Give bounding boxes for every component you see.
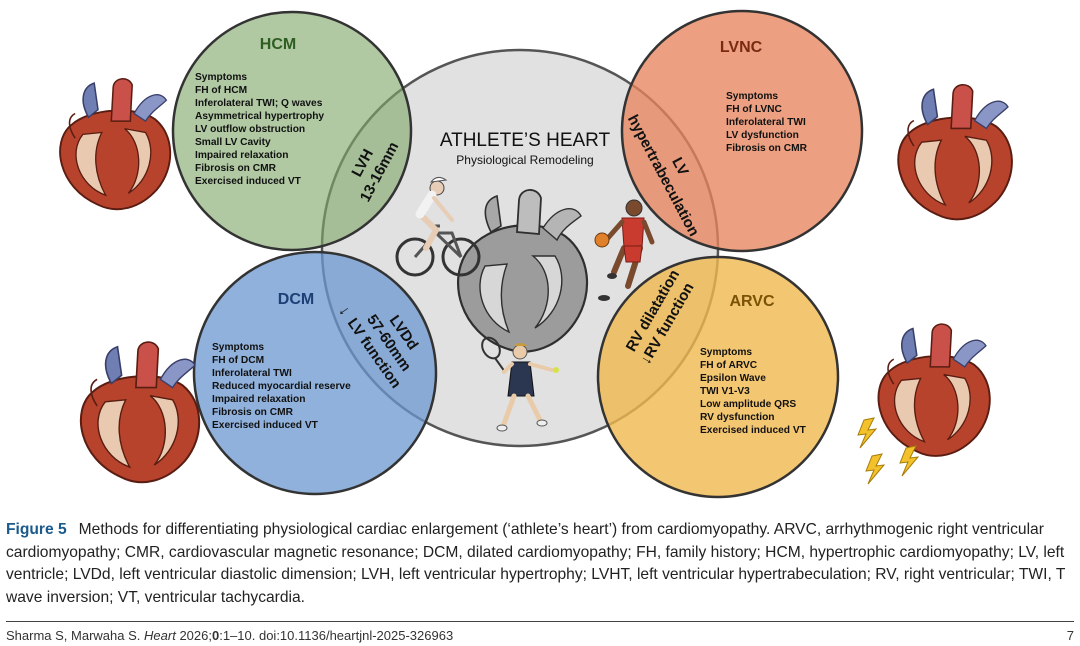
lightning-bolt-icon: [865, 453, 885, 485]
dcm-item: Fibrosis on CMR: [212, 407, 294, 418]
dcm-list: Symptoms FH of DCM Inferolateral TWI Red…: [212, 342, 354, 431]
citation-pages-doi: :1–10. doi:10.1136/heartjnl-2025-326963: [219, 628, 454, 643]
lvnc-title: LVNC: [720, 39, 763, 56]
citation-volume: 0: [211, 628, 220, 643]
arvc-item: Low amplitude QRS: [700, 399, 796, 410]
hcm-item: Small LV Cavity: [195, 137, 271, 148]
lvnc-heart-illustration: [897, 83, 1013, 221]
lvnc-item: Inferolateral TWI: [726, 117, 806, 128]
footer-divider: [6, 621, 1074, 622]
arvc-item: FH of ARVC: [700, 360, 758, 371]
hcm-list: Symptoms FH of HCM Inferolateral TWI; Q …: [195, 72, 327, 187]
lvnc-item: LV dysfunction: [726, 130, 799, 141]
dcm-item: Impaired relaxation: [212, 394, 305, 405]
dcm-title: DCM: [278, 291, 314, 308]
figure-label: Figure 5: [6, 521, 67, 538]
arvc-heart-illustration: [877, 323, 991, 457]
hcm-item: Asymmetrical hypertrophy: [195, 111, 324, 122]
center-heart-illustration: [457, 189, 589, 353]
venn-diagram: ATHLETE’S HEART Physiological Remodeling: [59, 9, 1013, 499]
dcm-item: Inferolateral TWI: [212, 368, 292, 379]
arvc-list: Symptoms FH of ARVC Epsilon Wave TWI V1-…: [700, 347, 807, 436]
arvc-title: ARVC: [729, 293, 774, 310]
lvnc-item: FH of LVNC: [726, 104, 782, 115]
hcm-item: LV outflow obstruction: [195, 124, 305, 135]
lvnc-list: Symptoms FH of LVNC Inferolateral TWI LV…: [726, 91, 809, 154]
hcm-circle: [171, 10, 413, 252]
caption-text: Methods for differentiating physiologica…: [6, 521, 1066, 606]
tennis-player-illustration: [481, 336, 559, 432]
basketball-player-illustration: [594, 199, 655, 301]
arvc-item: Epsilon Wave: [700, 373, 766, 384]
hcm-item: Fibrosis on CMR: [195, 163, 277, 174]
citation-journal: Heart: [144, 628, 176, 643]
lightning-bolt-icon: [857, 417, 877, 449]
hcm-item: Inferolateral TWI; Q waves: [195, 98, 323, 109]
lvnc-item: Fibrosis on CMR: [726, 143, 808, 154]
arvc-item: Exercised induced VT: [700, 425, 807, 436]
citation-year: 2026;: [179, 628, 212, 643]
dcm-item: Symptoms: [212, 342, 264, 353]
hcm-item: Symptoms: [195, 72, 247, 83]
dcm-item: Exercised induced VT: [212, 420, 319, 431]
page-number: 7: [1066, 628, 1074, 643]
center-subtitle: Physiological Remodeling: [456, 153, 593, 167]
arvc-item: Symptoms: [700, 347, 752, 358]
citation-authors: Sharma S, Marwaha S.: [6, 628, 141, 643]
arvc-item: TWI V1-V3: [700, 386, 750, 397]
hcm-heart-illustration: [59, 77, 172, 211]
hcm-item: Impaired relaxation: [195, 150, 288, 161]
dcm-circle: [192, 250, 438, 496]
dcm-heart-illustration: [79, 341, 201, 484]
lvnc-overlap-line: LV: [668, 155, 691, 179]
hcm-title: HCM: [260, 36, 296, 53]
lvnc-item: Symptoms: [726, 91, 778, 102]
center-title: ATHLETE’S HEART: [440, 130, 611, 151]
dcm-item: FH of DCM: [212, 355, 264, 366]
arvc-circle: [596, 255, 840, 499]
hcm-item: FH of HCM: [195, 85, 247, 96]
dcm-item: Reduced myocardial reserve: [212, 381, 351, 392]
citation-footer: Sharma S, Marwaha S. Heart 2026;0:1–10. …: [6, 628, 1074, 643]
cyclist-illustration: [395, 176, 481, 277]
arvc-item: RV dysfunction: [700, 412, 775, 423]
hcm-item: Exercised induced VT: [195, 176, 302, 187]
lvnc-circle: [620, 9, 864, 253]
